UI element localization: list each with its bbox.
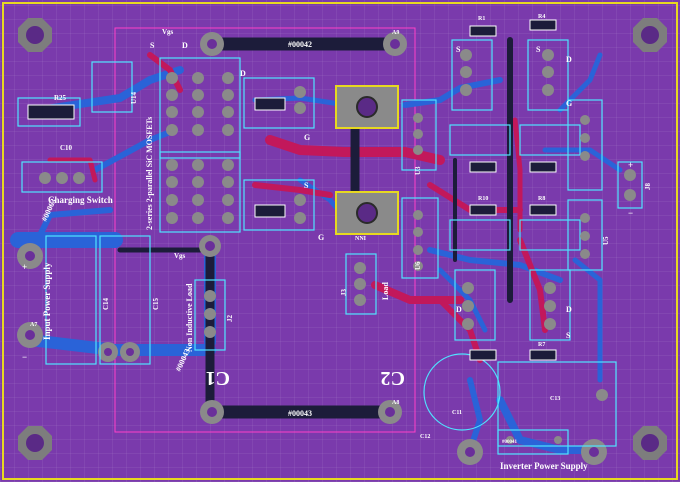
ref-r7: R7 <box>538 342 545 348</box>
ref-j8: J8 <box>644 183 652 191</box>
net-label-c13: #00041 <box>502 440 518 445</box>
film-capacitor-bodies <box>335 85 399 235</box>
ref-c13: C13 <box>550 396 560 402</box>
pin-s-3: S <box>456 45 461 54</box>
label-input-power-supply: Input Power Supply <box>42 262 52 340</box>
ref-c11: C11 <box>452 410 462 416</box>
pin-g-3: G <box>566 99 572 108</box>
label-c2: C2 <box>381 367 405 389</box>
pin-d-1: D <box>182 41 188 50</box>
component-outlines <box>17 39 643 455</box>
label-inverter-power-supply: Inverter Power Supply <box>500 461 588 471</box>
ref-r1: R1 <box>478 16 485 22</box>
ref-r25: R25 <box>54 94 67 102</box>
pin-g-1: G <box>304 133 310 142</box>
ref-c14: C14 <box>102 297 110 310</box>
pin-s-2: S <box>304 181 309 190</box>
ref-u3: U3 <box>414 166 422 175</box>
ref-j2: J2 <box>226 315 234 323</box>
bottom-traces <box>10 52 623 454</box>
net-label-bottom: #00043 <box>288 409 312 418</box>
smd-resistors <box>27 19 557 361</box>
silkscreen-labels: Charging Switch Inverter Power Supply In… <box>42 117 588 471</box>
pin-minus-input: − <box>22 352 27 362</box>
pin-minus: − <box>628 208 633 218</box>
pin-d-4: D <box>566 305 572 314</box>
pin-s-1: S <box>150 41 155 50</box>
pin-plus-input: + <box>22 262 27 272</box>
ref-c10: C10 <box>60 144 73 152</box>
pin-labels: S D D G S G S S D G D S D + − + − <box>22 41 633 362</box>
ref-vgs-top: Vgs <box>162 28 174 36</box>
pin-s-5: S <box>566 331 571 340</box>
net-label-top: #00042 <box>288 40 312 49</box>
reference-labels: R25 C10 C14 C15 U14 C12 C11 C13 R1 R4 R7… <box>30 14 652 440</box>
ref-a9: A9 <box>392 30 399 36</box>
label-c1: C1 <box>206 367 230 389</box>
pin-plus: + <box>628 160 633 170</box>
pin-d-5: D <box>456 305 462 314</box>
ref-c15: C15 <box>152 297 160 310</box>
ref-u14: U14 <box>130 91 138 104</box>
ref-j3: J3 <box>340 289 348 297</box>
ref-r8: R8 <box>538 196 545 202</box>
label-non-inductive-load: Non Inductive Load <box>185 283 194 352</box>
ref-r4: R4 <box>538 14 545 20</box>
ref-u5: U5 <box>602 236 610 245</box>
pin-d-3: D <box>566 55 572 64</box>
label-load: Load <box>381 282 390 300</box>
net-label-left: #00063 <box>40 197 58 223</box>
power-pads <box>17 32 607 465</box>
ref-a8: A8 <box>392 400 399 406</box>
ref-nni: NNI <box>355 236 367 242</box>
ref-vgs-bottom: Vgs <box>174 252 186 260</box>
ref-a7: A7 <box>30 322 37 328</box>
pin-s-4: S <box>536 45 541 54</box>
pin-g-2: G <box>318 233 324 242</box>
ref-r10: R10 <box>478 196 488 202</box>
mounting-holes <box>18 18 667 460</box>
ref-u6: U6 <box>414 261 422 270</box>
label-charging-switch: Charging Switch <box>48 195 113 205</box>
small-pads <box>39 49 636 444</box>
power-traces <box>117 37 513 419</box>
label-series-parallel: 2-series 2-parallel SiC MOSFETs <box>145 117 154 230</box>
ref-c12: C12 <box>420 434 430 440</box>
pin-d-2: D <box>240 69 246 78</box>
